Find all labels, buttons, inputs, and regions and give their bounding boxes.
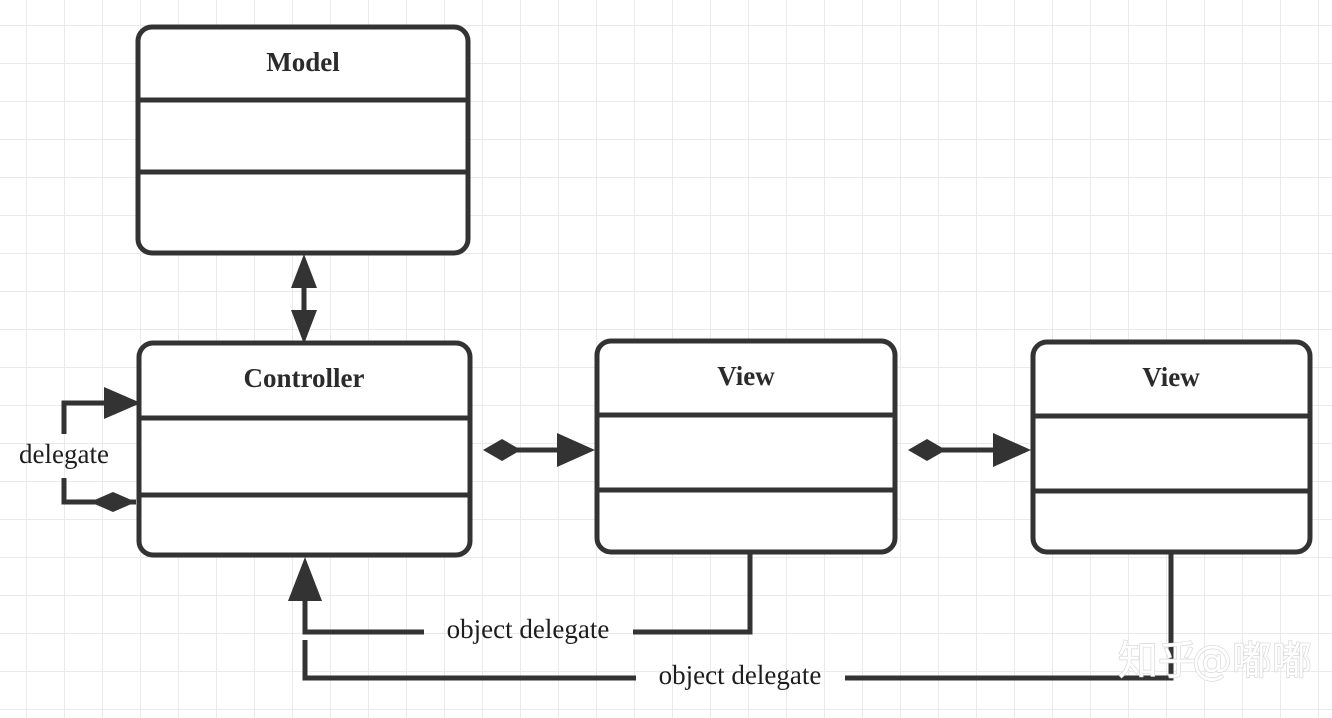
class-box-controller[interactable]: Controller [136, 340, 473, 558]
arrowhead-view1-view2 [993, 433, 1031, 467]
model-box-outline [135, 24, 471, 256]
class-box-view-1[interactable]: View [594, 338, 898, 555]
edge-object-delegate-1-right [633, 554, 753, 635]
edge-view1-view2[interactable] [908, 433, 1031, 467]
arrowhead-delegate-into-controller [104, 387, 141, 419]
edge-object-delegate-2-left [302, 640, 636, 681]
controller-title: Controller [244, 363, 365, 393]
watermark-handle: @嘟嘟 [1192, 638, 1312, 684]
watermark: 知乎 @嘟嘟 [1117, 637, 1312, 684]
edge-controller-view1[interactable] [483, 433, 595, 467]
arrowhead-object-delegate-into-controller [288, 557, 322, 601]
arrowhead-controller-view1 [557, 433, 595, 467]
view-2-box-outline [1030, 339, 1313, 555]
edge-model-controller[interactable] [291, 254, 317, 344]
model-title: Model [266, 47, 340, 77]
controller-box-outline [136, 340, 473, 558]
view-2-title: View [1142, 362, 1200, 392]
view-1-title: View [717, 361, 775, 391]
arrowhead-down-to-controller [291, 310, 317, 344]
edge-label-object-delegate-2: object delegate [659, 660, 822, 690]
edge-object-delegate-1-left [302, 597, 424, 635]
aggregation-diamond-controller-view1 [483, 439, 521, 461]
edge-label-delegate: delegate [19, 439, 109, 469]
view-1-box-outline [594, 338, 898, 555]
edge-label-object-delegate-1: object delegate [447, 614, 610, 644]
watermark-brand: 知乎 [1118, 638, 1198, 684]
aggregation-diamond-view1-view2 [908, 439, 946, 461]
edge-view2-controller-delegate[interactable] [302, 554, 1174, 681]
class-box-view-2[interactable]: View [1030, 339, 1313, 555]
edge-controller-self-delegate[interactable] [61, 387, 141, 512]
edge-view1-controller-delegate[interactable] [302, 554, 753, 635]
class-box-model[interactable]: Model [135, 24, 471, 256]
aggregation-diamond-delegate [90, 492, 136, 512]
edge-object-delegate-2-right [845, 554, 1174, 681]
arrowhead-up-to-model [291, 254, 317, 288]
edge-delegate-upper-segment [61, 400, 107, 434]
